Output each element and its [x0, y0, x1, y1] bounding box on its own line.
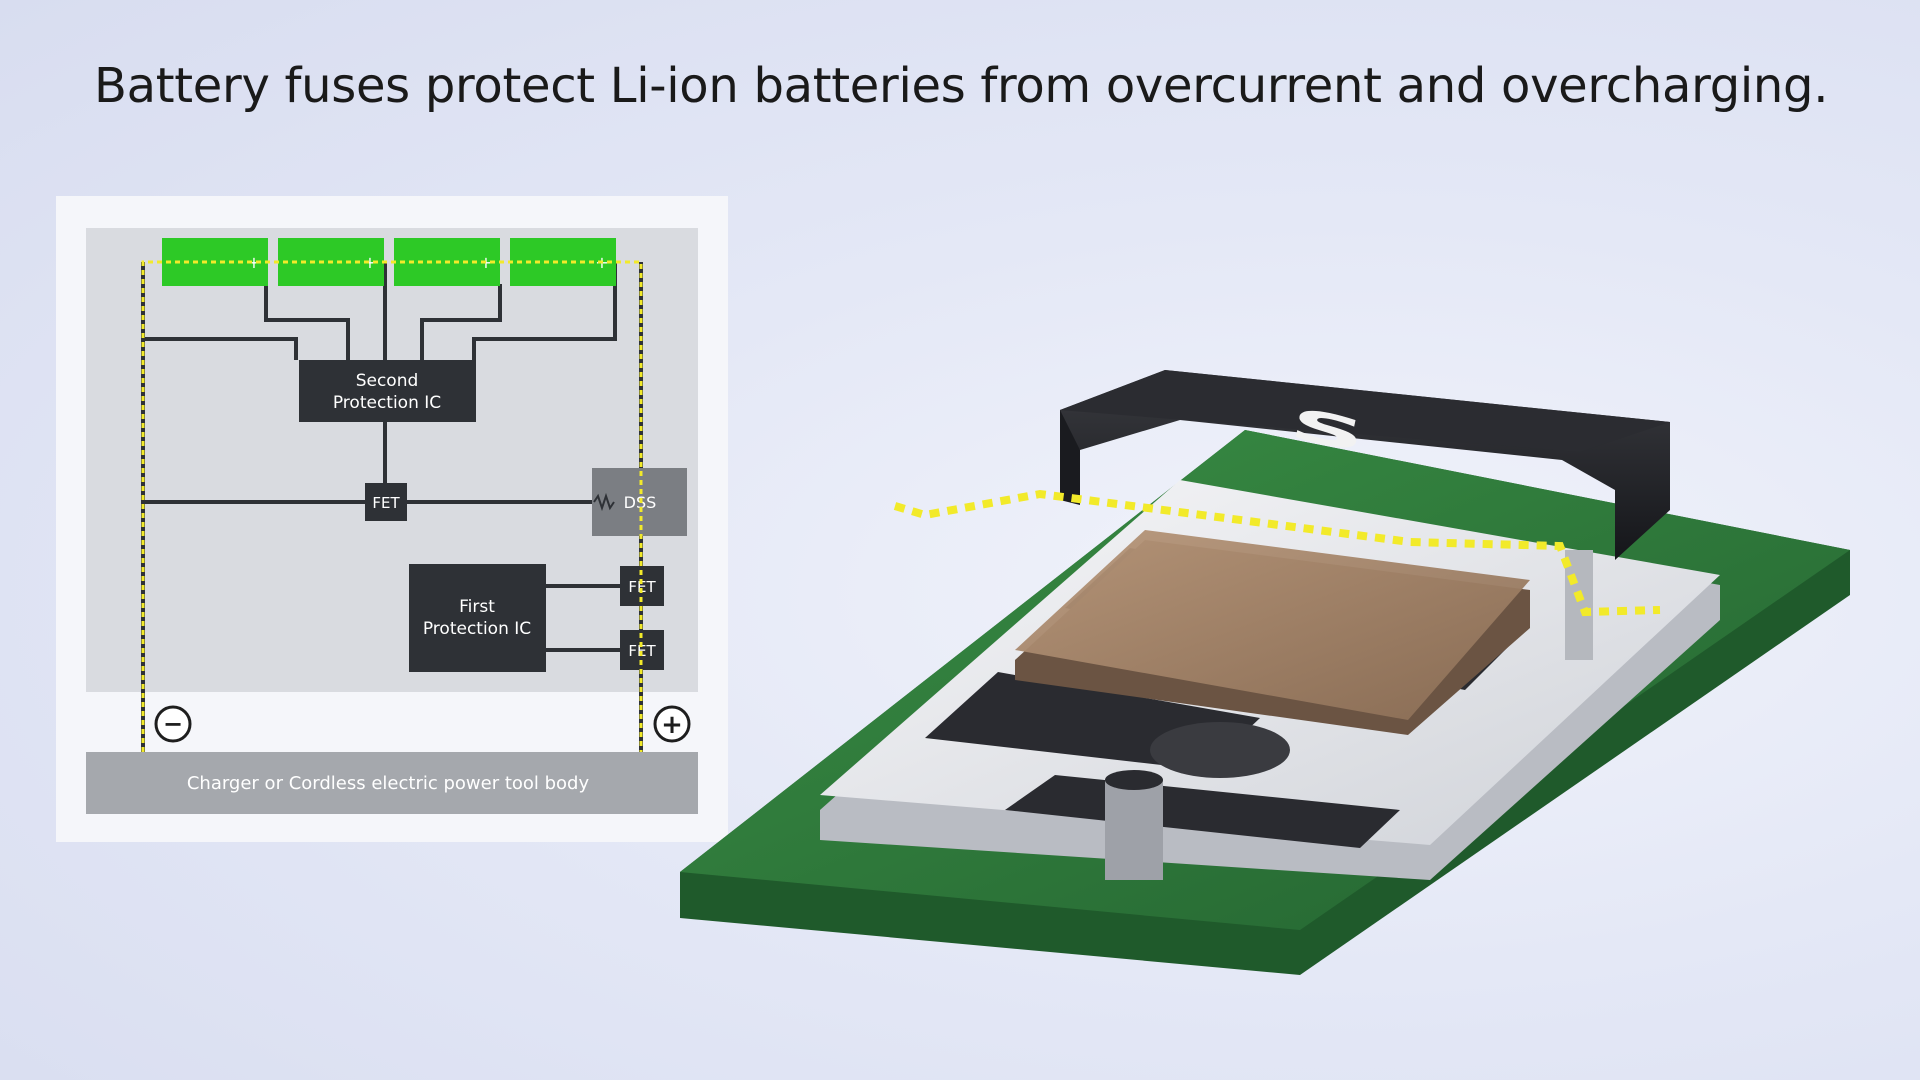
black-cap: S: [1060, 370, 1670, 560]
fet-switch: FET: [365, 483, 407, 521]
battery-fuse-component-illustration: S: [680, 370, 1850, 975]
svg-text:Charger or Cordless electric p: Charger or Cordless electric power tool …: [187, 773, 590, 794]
fuse-element: [1015, 530, 1530, 735]
via-holes: [1105, 550, 1593, 880]
svg-text:+: +: [247, 253, 260, 272]
svg-text:FET: FET: [628, 578, 656, 596]
negative-terminal-icon: −: [154, 705, 192, 743]
svg-text:First: First: [459, 597, 495, 617]
solder-bump: [1150, 722, 1290, 778]
svg-text:+: +: [363, 253, 376, 272]
svg-text:−: −: [163, 710, 183, 738]
fuse-current-path: [893, 489, 1661, 617]
svg-text:Protection IC: Protection IC: [333, 393, 441, 413]
circuit-board-area: [86, 228, 698, 692]
first-protection-ic: First Protection IC: [409, 564, 546, 672]
second-protection-ic: Second Protection IC: [299, 360, 476, 422]
svg-text:FET: FET: [372, 494, 400, 512]
page-title: Battery fuses protect Li-ion batteries f…: [94, 58, 1829, 114]
charger-base-bar: Charger or Cordless electric power tool …: [86, 752, 698, 814]
positive-terminal-icon: +: [653, 705, 691, 743]
svg-text:+: +: [661, 710, 683, 740]
svg-text:Second: Second: [356, 371, 419, 391]
circuit-diagram-panel: + + + + Second Protection IC FET: [56, 196, 728, 842]
circuit-diagram: + + + + Second Protection IC FET: [86, 228, 698, 814]
svg-text:Protection IC: Protection IC: [423, 619, 531, 639]
current-path: [141, 260, 643, 752]
